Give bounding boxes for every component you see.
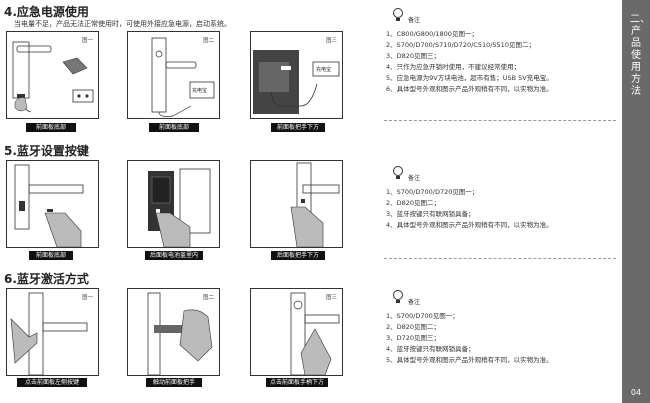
tap-below-handle-illustration <box>290 292 340 375</box>
note-item: 4、蓝牙按键只有联网锁具备； <box>386 345 475 353</box>
divider <box>384 120 616 121</box>
note-item: 1、C800/G800/1800见图一； <box>386 30 478 38</box>
note-item: 4、具体型号外观和图示产品外观稍有不同，以实物为准。 <box>386 221 553 229</box>
section-6-caption-3: 点击前面板手柄下方 <box>266 378 328 387</box>
note-item: 1、S700/D700/D720见图一； <box>386 188 479 196</box>
touch-handle-illustration <box>147 292 213 375</box>
section-5-figure-1 <box>6 160 99 248</box>
lock-bluetooth-button-illustration <box>14 164 84 247</box>
notes-label: 备注 <box>408 17 421 24</box>
lock-handle-powerbank-illustration <box>253 50 340 114</box>
section-4-title: 4.应急电源使用 <box>4 5 89 19</box>
lightbulb-icon <box>393 8 403 21</box>
section-5-caption-2: 后面板电池盖里内 <box>145 251 203 260</box>
powerbank-label: 充电宝 <box>316 67 332 73</box>
note-item: 5、具体型号外观和图示产品外观稍有不同，以实物为准。 <box>386 356 553 364</box>
note-item: 2、S700/D700/S710/D720/C510/S510见图二； <box>386 41 535 49</box>
section-5-caption-3: 后面板把手下方 <box>271 251 325 260</box>
battery-cover-illustration <box>148 168 211 247</box>
note-item: 2、D820见图二； <box>386 199 441 207</box>
note-item: 3、蓝牙按键只有联网锁具备； <box>386 210 475 218</box>
page-number: 04 <box>630 388 642 397</box>
note-item: 4、只作为应急开锁时使用，不建议经常使用； <box>386 63 521 71</box>
lock-emergency-usb-illustration <box>12 41 94 113</box>
section-4-desc: 当电量不足，产品无法正常使用时，可使用外接应急电源，启动系统。 <box>14 20 231 28</box>
notes-label: 备注 <box>408 175 421 182</box>
note-item: 3、D720见图三； <box>386 334 441 342</box>
section-4-caption-2: 前面板底部 <box>149 123 199 132</box>
figure-tag: 图一 <box>81 38 93 44</box>
powerbank-label: 充电宝 <box>192 88 208 94</box>
figure-tag: 图三 <box>325 295 337 301</box>
handle-button-illustration <box>290 162 340 247</box>
section-6-figure-3: 图三 <box>250 288 343 376</box>
section-6-figure-2: 图二 <box>127 288 220 376</box>
section-4-notes: 备注 1、C800/G800/1800见图一； 2、S700/D700/S710… <box>386 7 553 95</box>
section-6-title: 6.蓝牙激活方式 <box>4 272 89 286</box>
section-6-caption-2: 触动前面板把手 <box>146 378 202 387</box>
note-item: 5、应急电源为9V方块电池，超市有售；USB 5V充电宝。 <box>386 74 553 82</box>
section-6-caption-1: 点击前面板左侧按键 <box>17 378 87 387</box>
lock-panel-powerbank-illustration <box>151 37 215 117</box>
section-6-figure-1: 图一 <box>6 288 99 376</box>
notes-label: 备注 <box>408 299 421 306</box>
figure-tag: 图三 <box>325 38 337 44</box>
section-5-figure-2 <box>127 160 220 248</box>
note-item: 1、S700/D700见图一； <box>386 312 459 320</box>
note-item: 3、D820见图三； <box>386 52 441 60</box>
section-4-figure-2: 图二 充电宝 <box>127 31 220 119</box>
section-5-caption-1: 前面板底部 <box>29 251 73 260</box>
lightbulb-icon <box>393 166 403 179</box>
note-item: 6、具体型号外观和图示产品外观稍有不同，以实物为准。 <box>386 85 553 93</box>
section-6-notes: 备注 1、S700/D700见图一； 2、D820见图二； 3、D720见图三；… <box>386 289 553 366</box>
section-4-caption-3: 前面板把手下方 <box>271 123 325 132</box>
note-item: 2、D820见图二； <box>386 323 441 331</box>
section-4-caption-1: 前面板底部 <box>26 123 76 132</box>
section-5-title: 5.蓝牙设置按键 <box>4 144 89 158</box>
section-5-notes: 备注 1、S700/D700/D720见图一； 2、D820见图二； 3、蓝牙按… <box>386 165 553 231</box>
lightbulb-icon <box>393 290 403 303</box>
figure-tag: 图二 <box>202 38 214 44</box>
section-4-figure-1: 图一 <box>6 31 99 119</box>
figure-tag: 图一 <box>81 295 93 301</box>
figure-tag: 图二 <box>202 295 214 301</box>
chapter-side-tab: 二、产品使用方法 04 <box>622 0 650 403</box>
section-4-figure-3: 图三 充电宝 <box>250 31 343 119</box>
chapter-title: 二、产品使用方法 <box>630 14 650 97</box>
divider <box>384 258 616 259</box>
section-5-figure-3 <box>250 160 343 248</box>
tap-left-button-illustration <box>10 292 88 375</box>
